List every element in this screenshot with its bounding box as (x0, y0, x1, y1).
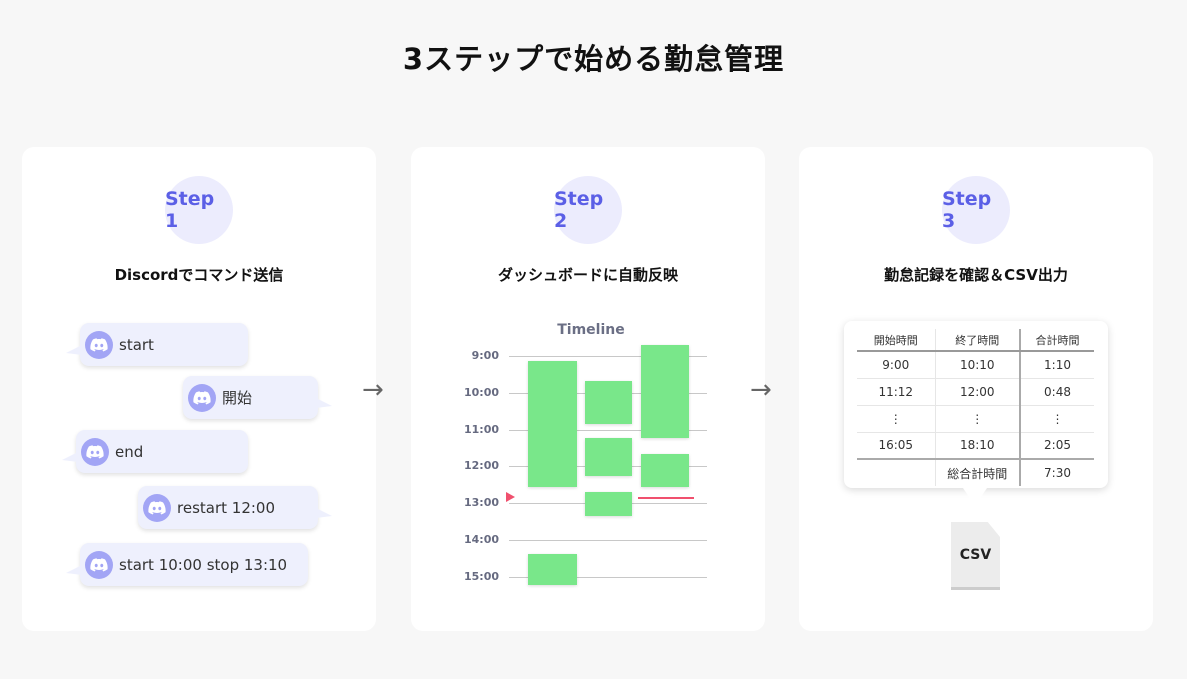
table-cell: 1:10 (1020, 351, 1094, 379)
discord-icon (85, 330, 113, 359)
step-subtitle: 勤怠記録を確認＆CSV出力 (884, 266, 1068, 284)
hour-label: 9:00 (471, 349, 499, 362)
arrow-right-icon: → (362, 375, 384, 405)
chat-bubble: end (62, 430, 248, 473)
chat-bubble: start (66, 323, 248, 366)
column-header: 開始時間 (857, 329, 936, 352)
table-cell: ⋮ (857, 405, 936, 433)
hour-label: 15:00 (463, 569, 499, 583)
current-time-line (638, 497, 694, 500)
chat-message: restart 12:00 (177, 498, 275, 517)
gridline (509, 576, 707, 578)
table-cell: 0:48 (1020, 378, 1094, 406)
chat-message: 開始 (222, 389, 253, 407)
total-row: 総合計時間 7:30 (857, 459, 1094, 486)
column-header: 終了時間 (935, 329, 1021, 352)
chat-bubble: 開始 (183, 376, 332, 419)
table-cell: 9:00 (857, 351, 936, 379)
chat-message: end (115, 442, 144, 461)
step-3-card: Step 3 勤怠記録を確認＆CSV出力 開始時間 終了時間 合計時間 9:00… (799, 147, 1153, 631)
chat-message: start 10:00 stop 13:10 (119, 555, 288, 574)
step-badge: Step 1 (165, 176, 233, 244)
gridline (509, 540, 707, 541)
bubble-tail (66, 565, 82, 575)
step-badge: Step 2 (554, 176, 622, 244)
table-cell: ⋮ (935, 405, 1021, 433)
discord-icon (188, 383, 216, 412)
table-cell: 10:10 (935, 351, 1021, 379)
table-cell: 16:05 (857, 432, 936, 460)
total-value: 7:30 (1044, 466, 1071, 480)
chat-bubble: restart 12:00 (138, 486, 332, 529)
step-2-card: Step 2 ダッシュボードに自動反映 Timeline 9:00 10:00 11… (411, 147, 765, 631)
hour-label: 14:00 (463, 533, 499, 546)
table-row: ⋮⋮⋮ (857, 405, 1094, 433)
column-header: 合計時間 (1020, 329, 1094, 352)
popup-pointer (963, 488, 987, 506)
current-time-marker-icon (506, 492, 515, 503)
total-label: 総合計時間 (935, 459, 1021, 486)
bubble-tail (316, 508, 332, 518)
time-block[interactable] (585, 381, 632, 425)
hour-label: 11:00 (463, 422, 499, 436)
step-1-card: Step 1 Discordでコマンド送信 start 開始 end restart … (22, 147, 376, 631)
time-block[interactable] (585, 492, 632, 517)
step-badge: Step 3 (942, 176, 1010, 244)
table-cell: 2:05 (1020, 432, 1094, 460)
discord-icon (85, 550, 113, 579)
time-block[interactable] (528, 553, 577, 585)
time-block[interactable] (641, 453, 689, 487)
csv-file-icon[interactable]: CSV (951, 522, 1000, 590)
table-cell: 12:00 (935, 378, 1021, 406)
chat-bubble: start 10:00 stop 13:10 (66, 543, 308, 586)
gridline (509, 429, 707, 431)
csv-label: CSV (959, 546, 992, 563)
table-cell: 18:10 (935, 432, 1021, 460)
time-block[interactable] (585, 437, 632, 476)
discord-icon (143, 493, 171, 522)
table-header-row: 開始時間 終了時間 合計時間 (857, 329, 1094, 352)
hour-label: 10:00 (463, 385, 499, 399)
table-cell: 11:12 (857, 378, 936, 406)
step-subtitle: ダッシュボードに自動反映 (497, 266, 678, 284)
bubble-tail (66, 345, 82, 355)
page-title: 3ステップで始める勤怠管理 (402, 42, 785, 76)
hour-label: 13:00 (463, 496, 499, 510)
chat-message: start (119, 335, 154, 354)
table-cell: ⋮ (1020, 405, 1094, 433)
bubble-tail (62, 452, 78, 462)
arrow-right-icon: → (750, 375, 772, 405)
step-subtitle: Discordでコマンド送信 (114, 266, 284, 284)
hour-label: 12:00 (463, 459, 499, 473)
discord-icon (81, 437, 109, 466)
timeline-title: Timeline (557, 322, 625, 338)
bubble-tail (316, 398, 332, 408)
gridline (509, 356, 707, 357)
time-block[interactable] (641, 344, 689, 438)
time-block[interactable] (528, 361, 577, 488)
